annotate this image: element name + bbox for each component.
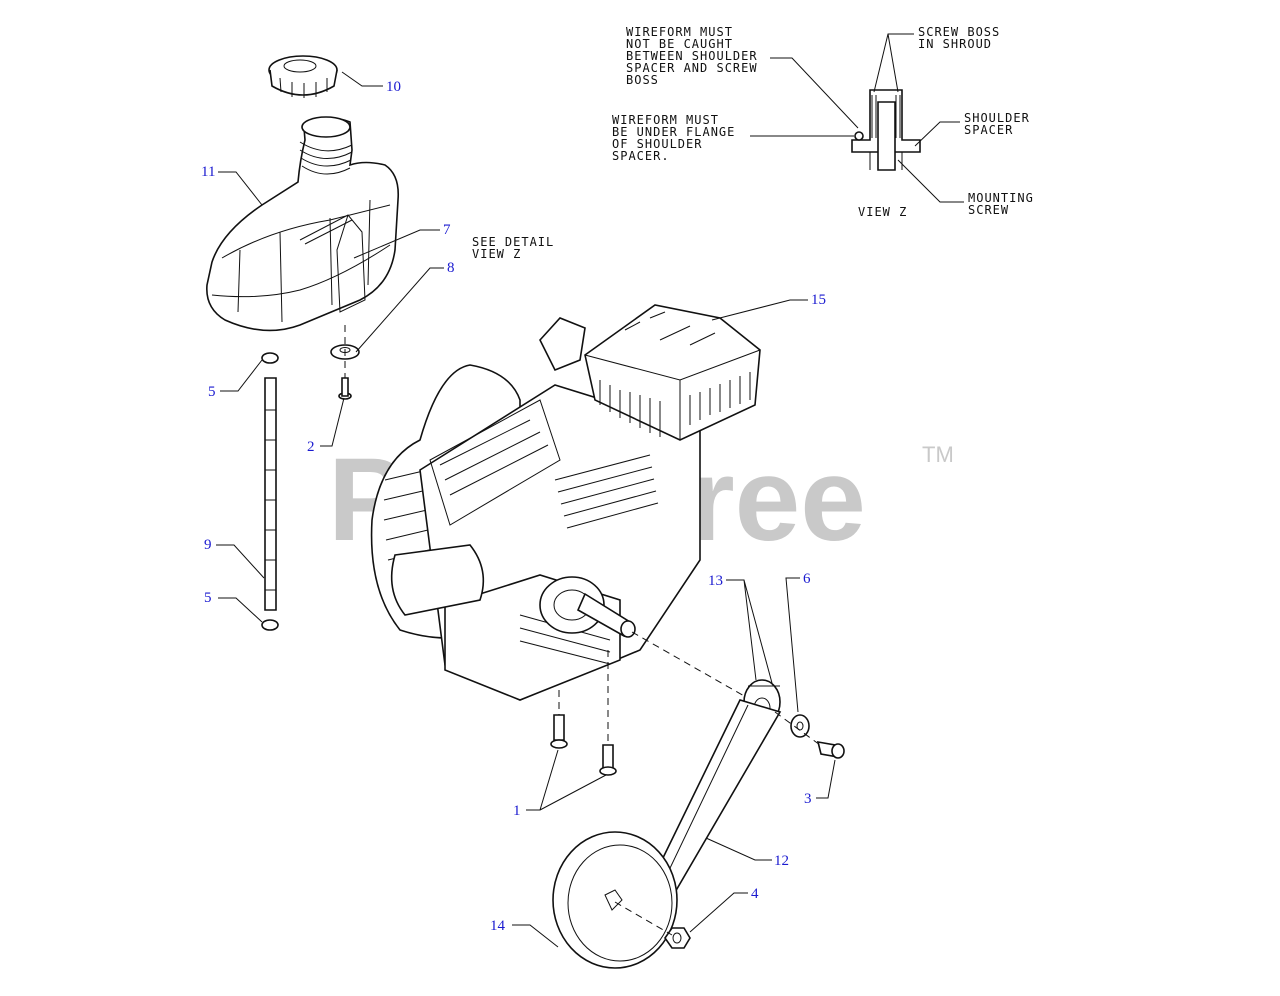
svg-text:SPACER: SPACER (964, 123, 1013, 137)
callout-8[interactable]: 8 (447, 260, 455, 276)
svg-text:SPACER.: SPACER. (612, 149, 670, 163)
svg-text:SPACER AND SCREW: SPACER AND SCREW (626, 61, 758, 75)
svg-text:BE UNDER FLANGE: BE UNDER FLANGE (612, 125, 735, 139)
callout-13[interactable]: 13 (708, 573, 723, 589)
svg-text:NOT BE CAUGHT: NOT BE CAUGHT (626, 37, 733, 51)
callout-15[interactable]: 15 (811, 292, 826, 308)
svg-text:VIEW Z: VIEW Z (472, 247, 521, 261)
svg-text:BOSS: BOSS (626, 73, 659, 87)
callout-14[interactable]: 14 (490, 918, 506, 934)
engine-bolt-left[interactable] (550, 714, 568, 749)
callout-2[interactable]: 2 (307, 439, 315, 455)
note-wireform-caught: WIREFORM MUST NOT BE CAUGHT BETWEEN SHOU… (626, 25, 758, 87)
callout-5-bottom[interactable]: 5 (204, 590, 212, 606)
fuel-tank[interactable] (206, 116, 400, 332)
note-wireform-under: WIREFORM MUST BE UNDER FLANGE OF SHOULDE… (612, 113, 735, 163)
watermark-trademark: TM (922, 442, 954, 467)
engine-bolt-right[interactable] (599, 744, 617, 776)
callout-6[interactable]: 6 (803, 571, 811, 587)
note-see-detail: SEE DETAIL VIEW Z (472, 235, 554, 261)
callout-4[interactable]: 4 (751, 886, 759, 902)
svg-text:SCREW: SCREW (968, 203, 1009, 217)
hose-clamp-top[interactable] (261, 352, 279, 364)
svg-text:IN SHROUD: IN SHROUD (918, 37, 992, 51)
callout-9[interactable]: 9 (204, 537, 212, 553)
flat-washer[interactable] (790, 714, 810, 738)
svg-text:SHOULDER: SHOULDER (964, 111, 1030, 125)
note-shoulder-spacer: SHOULDER SPACER (964, 111, 1030, 137)
svg-text:WIREFORM MUST: WIREFORM MUST (626, 25, 733, 39)
callout-5-top[interactable]: 5 (208, 384, 216, 400)
callout-10[interactable]: 10 (386, 79, 401, 95)
view-z-label: VIEW Z (858, 205, 907, 219)
callout-3[interactable]: 3 (804, 791, 812, 807)
svg-text:SCREW BOSS: SCREW BOSS (918, 25, 1000, 39)
svg-text:OF SHOULDER: OF SHOULDER (612, 137, 702, 151)
tank-screw[interactable] (338, 377, 352, 400)
engine-assembly[interactable] (370, 364, 701, 701)
svg-text:WIREFORM MUST: WIREFORM MUST (612, 113, 719, 127)
callout-1[interactable]: 1 (513, 803, 521, 819)
callout-12[interactable]: 12 (774, 853, 789, 869)
svg-text:BETWEEN SHOULDER: BETWEEN SHOULDER (626, 49, 758, 63)
fuel-cap[interactable] (268, 55, 338, 98)
callout-11[interactable]: 11 (201, 164, 215, 180)
tank-wireform[interactable] (299, 214, 366, 313)
muffler-heat-shield[interactable] (539, 304, 761, 441)
pulley-nut[interactable] (664, 927, 691, 949)
callout-7[interactable]: 7 (443, 222, 451, 238)
note-mounting-screw: MOUNTING SCREW (968, 191, 1034, 217)
pulley-bolt[interactable] (816, 740, 845, 759)
deck-pulley[interactable] (552, 831, 678, 969)
fuel-line[interactable] (264, 377, 277, 611)
svg-text:SEE DETAIL: SEE DETAIL (472, 235, 554, 249)
view-z-detail (851, 89, 921, 171)
hose-clamp-bottom[interactable] (261, 619, 279, 631)
svg-text:MOUNTING: MOUNTING (968, 191, 1034, 205)
note-screw-boss: SCREW BOSS IN SHROUD (918, 25, 1000, 51)
